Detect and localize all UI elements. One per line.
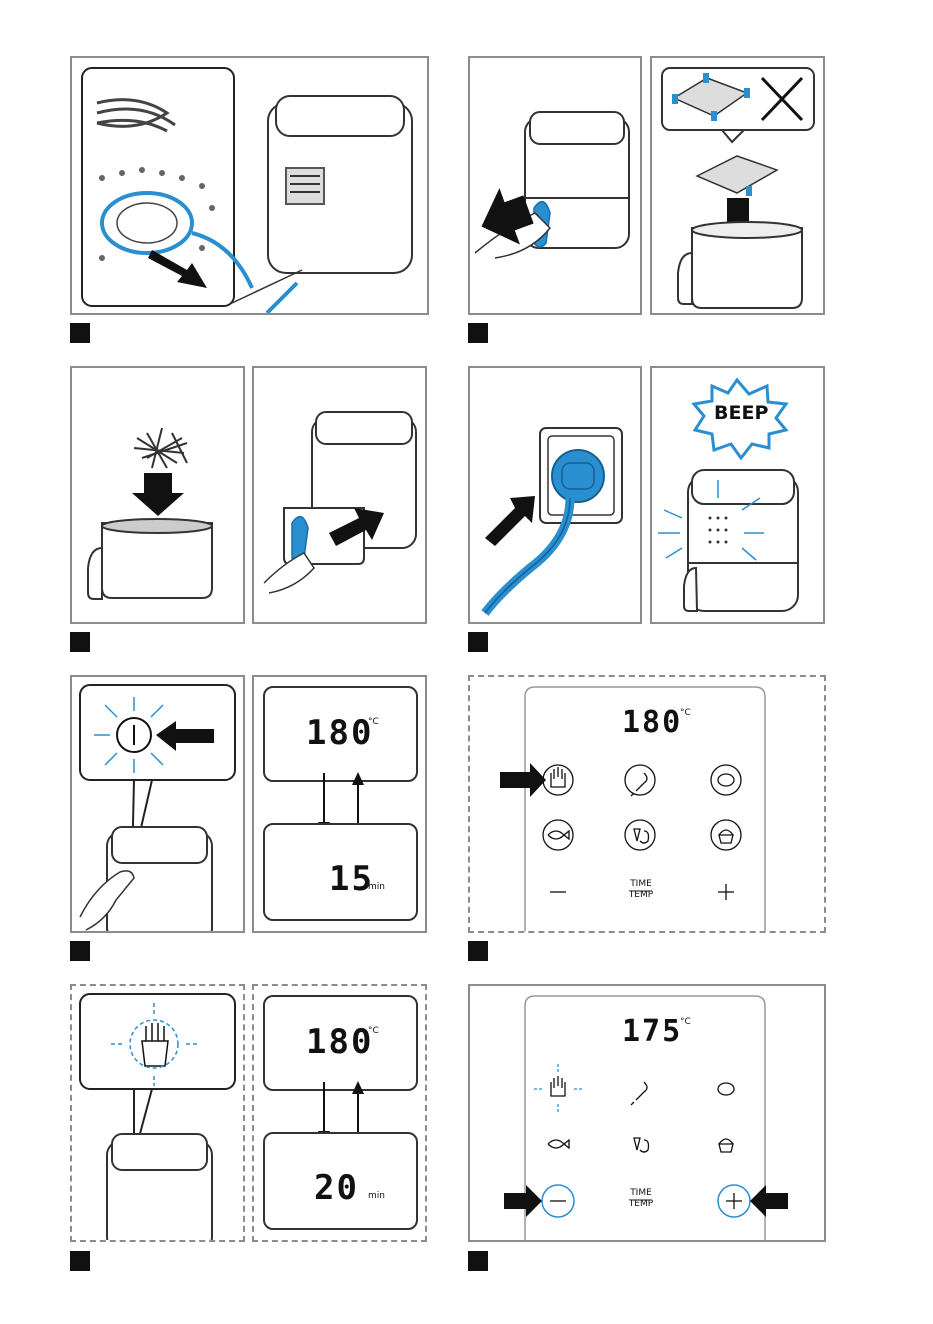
step-6-number-box [468, 941, 488, 961]
celsius-unit: °C [680, 1017, 691, 1027]
step-2-number-box [468, 323, 488, 343]
step-1-panel [70, 56, 429, 315]
step-2-pull-illustration [470, 58, 640, 313]
step-1-illustration [72, 58, 427, 313]
time-value: 15 [329, 859, 374, 899]
zoom-inset [82, 68, 234, 306]
step-7-number-box [70, 1251, 90, 1271]
step-3-panel-left [70, 366, 245, 624]
minutes-unit: min [368, 882, 385, 892]
step-8-number-box [468, 1251, 488, 1271]
plug-icon [552, 450, 604, 502]
step-4-panel-right: BEEP [650, 366, 825, 624]
temperature-value: 180 [622, 705, 682, 740]
time-value: 20 [314, 1168, 359, 1208]
step-2-tray-illustration [652, 58, 823, 313]
step-5-power-illustration [72, 677, 243, 931]
step-4-plug-illustration [470, 368, 640, 622]
step-5-number-box [70, 941, 90, 961]
air-fryer-icon [107, 1134, 212, 1240]
power-icon [117, 718, 151, 752]
minutes-unit: min [368, 1191, 385, 1201]
step-3-number-box [70, 632, 90, 652]
step-7-program-illustration [72, 986, 243, 1240]
step-2-panel-right [650, 56, 825, 315]
arrow-icon [485, 496, 535, 546]
step-2-panel-left [468, 56, 642, 315]
temperature-value: 175 [622, 1014, 682, 1049]
basket-icon [88, 519, 212, 599]
step-4-panel-left [468, 366, 642, 624]
basket-icon [678, 222, 802, 308]
step-4-number-box [468, 632, 488, 652]
fries-icon [134, 428, 187, 468]
step-5-panel-left [70, 675, 245, 933]
air-fryer-icon [268, 96, 412, 273]
step-1-number-box [70, 323, 90, 343]
arrow-icon [132, 473, 184, 516]
step-7-panel-left [70, 984, 245, 1242]
step-3-fries-illustration [72, 368, 243, 622]
step-3-panel-right [252, 366, 427, 624]
step-5-panel-right: 180 °C 15 min [252, 675, 427, 933]
step-7-panel-right: 180 °C 20 min [252, 984, 427, 1242]
beep-text: BEEP [714, 402, 768, 424]
step-3-insert-illustration [254, 368, 425, 622]
celsius-unit: °C [680, 708, 691, 718]
air-fryer-icon [684, 470, 798, 611]
